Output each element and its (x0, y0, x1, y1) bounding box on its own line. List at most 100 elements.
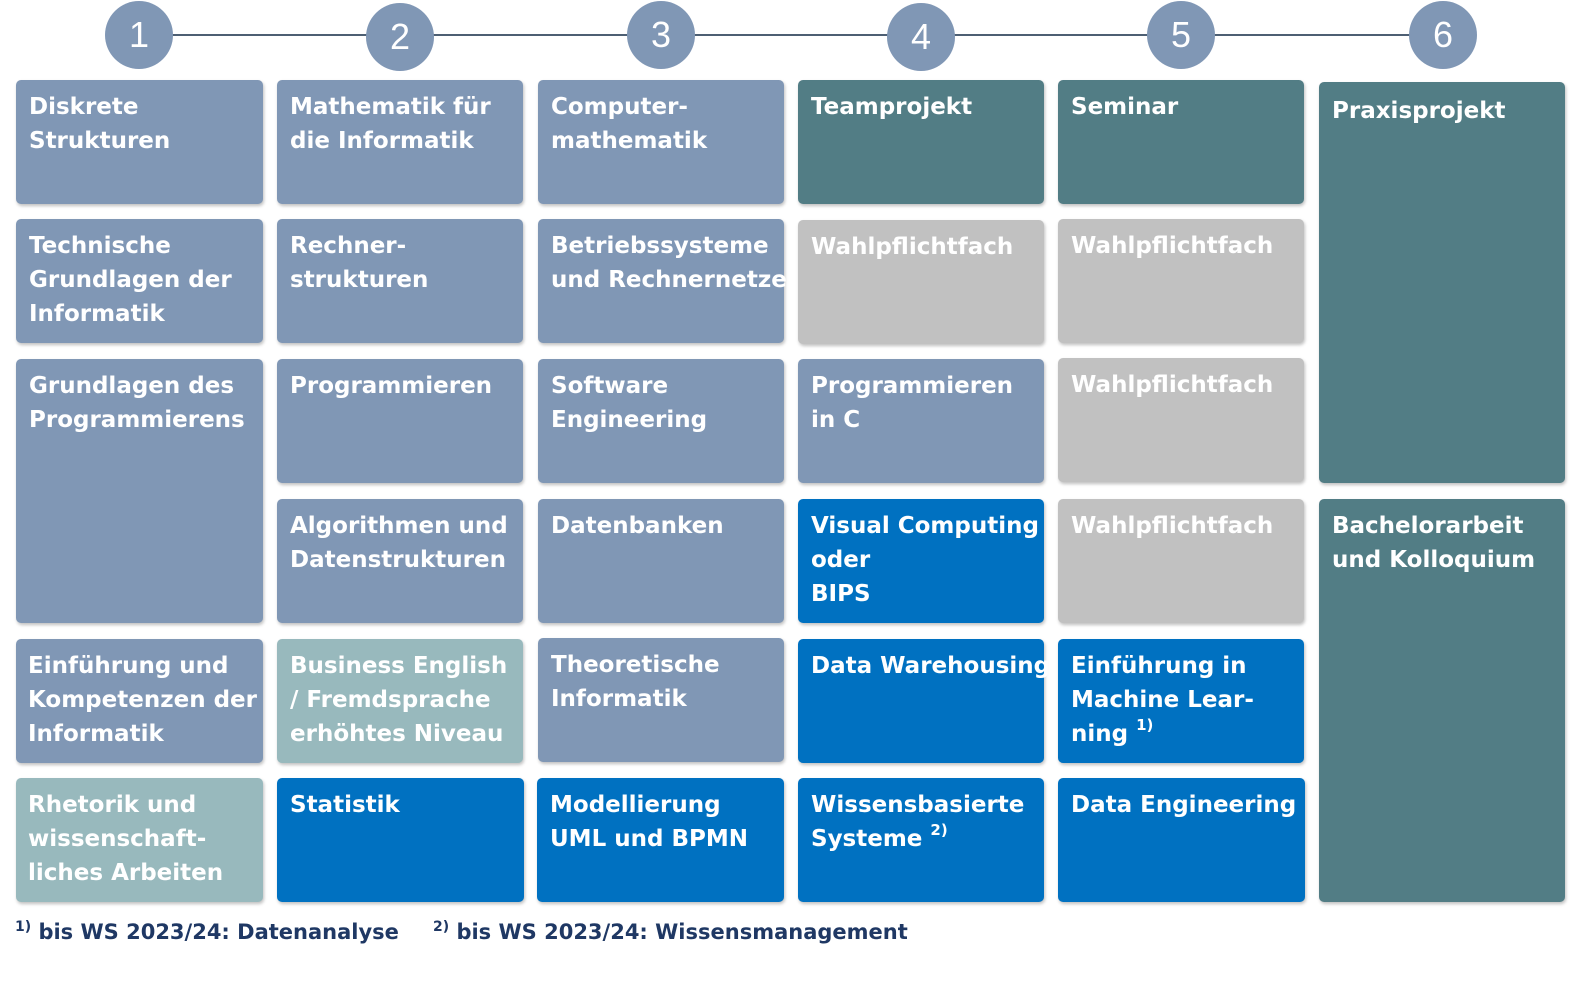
module-label: Technische (29, 233, 171, 259)
module-label: Programmieren (290, 373, 493, 399)
module-algorithmen: Algorithmen und Datenstrukturen (277, 499, 523, 623)
module-diskrete-strukturen: Diskrete Strukturen (16, 80, 263, 204)
module-data-engineering: Data Engineering (1058, 778, 1305, 902)
footnote-2: 2) bis WS 2023/24: Wissensmanagement (433, 914, 908, 950)
module-label: Data Engineering (1071, 792, 1297, 818)
semester-2-circle: 2 (366, 3, 434, 71)
module-label: Wahlpflichtfach (1071, 513, 1274, 539)
module-label: strukturen (290, 267, 429, 293)
module-betriebssysteme: Betriebssysteme und Rechnernetze (538, 219, 787, 343)
module-label: Wahlpflichtfach (811, 234, 1014, 260)
module-business-english: Business English / Fremdsprache erhöhtes… (277, 639, 523, 763)
module-bachelorarbeit: Bachelorarbeit und Kolloquium (1319, 499, 1565, 902)
module-label: UML und BPMN (550, 826, 748, 852)
module-label: Betriebssysteme (551, 233, 769, 259)
module-label: Programmieren (811, 373, 1014, 399)
module-mathematik-informatik: Mathematik für die Informatik (277, 80, 523, 204)
module-seminar: Seminar (1058, 80, 1304, 204)
module-datenbanken: Datenbanken (538, 499, 784, 623)
module-label: oder (811, 547, 871, 573)
module-label: Theoretische (551, 652, 720, 678)
module-rhetorik: Rhetorik und wissenschaft- liches Arbeit… (16, 778, 263, 902)
module-label: Informatik (28, 721, 164, 747)
module-label: Kompetenzen der (28, 687, 257, 713)
module-label: in C (811, 407, 861, 433)
module-label: Rhetorik und (28, 792, 197, 818)
module-label: Rechner- (290, 233, 407, 259)
module-label: Strukturen (29, 128, 171, 154)
module-wahlpflichtfach-sem5-a: Wahlpflichtfach (1058, 219, 1304, 343)
module-label: Datenbanken (551, 513, 724, 539)
module-label: liches Arbeiten (28, 860, 224, 886)
module-modellierung: Modellierung UML und BPMN (537, 778, 784, 902)
module-label: Wahlpflichtfach (1071, 233, 1274, 259)
module-data-warehousing: Data Warehousing (798, 639, 1051, 763)
module-label: Programmierens (29, 407, 245, 433)
module-label: Business English (290, 653, 508, 679)
module-label: Modellierung (550, 792, 721, 818)
module-label: Informatik (29, 301, 165, 327)
module-statistik: Statistik (277, 778, 524, 902)
module-label: Datenstrukturen (290, 547, 506, 573)
module-praxisprojekt: Praxisprojekt (1319, 82, 1565, 483)
module-label: Visual Computing (811, 513, 1039, 539)
module-wahlpflichtfach-sem4: Wahlpflichtfach (798, 220, 1044, 344)
module-label: Data Warehousing (811, 653, 1051, 679)
footnote-text: bis WS 2023/24: Wissensmanagement (449, 920, 908, 944)
module-label: Grundlagen der (29, 267, 232, 293)
semester-timeline (140, 34, 1443, 36)
semester-4-circle: 4 (887, 3, 955, 71)
footnote-text: bis WS 2023/24: Datenanalyse (31, 920, 399, 944)
module-label: mathematik (551, 128, 708, 154)
module-label: / Fremdsprache (290, 687, 491, 713)
module-label: Engineering (551, 407, 708, 433)
module-label: und Kolloquium (1332, 547, 1536, 573)
module-label: Teamprojekt (811, 94, 973, 120)
module-label: Mathematik für (290, 94, 491, 120)
module-label: Algorithmen und (290, 513, 508, 539)
footnote-marker: 1) (1136, 716, 1154, 735)
module-label: Wissensbasierte (811, 792, 1025, 818)
module-technische-grundlagen: Technische Grundlagen der Informatik (16, 219, 263, 343)
module-software-engineering: Software Engineering (538, 359, 784, 483)
semester-6-circle: 6 (1409, 1, 1477, 69)
module-label: ning (1071, 721, 1129, 747)
module-label: Seminar (1071, 94, 1179, 120)
module-label: Einführung und (28, 653, 229, 679)
module-label: Systeme (811, 826, 923, 852)
module-machine-learning: Einführung in Machine Lear- ning 1) (1058, 639, 1304, 763)
semester-5-circle: 5 (1147, 1, 1215, 69)
module-label: die Informatik (290, 128, 474, 154)
module-grundlagen-programmierens: Grundlagen des Programmierens (16, 359, 263, 623)
module-label: Einführung in (1071, 653, 1247, 679)
module-label: erhöhtes Niveau (290, 721, 504, 747)
module-einfuehrung-kompetenzen: Einführung und Kompetenzen der Informati… (16, 639, 263, 763)
footnote-1: 1) bis WS 2023/24: Datenanalyse (15, 914, 399, 950)
footnote-marker: 2) (433, 919, 450, 935)
module-label: Computer- (551, 94, 688, 120)
module-label: Praxisprojekt (1332, 98, 1506, 124)
footnote-marker: 1) (15, 919, 32, 935)
module-theoretische-informatik: Theoretische Informatik (538, 638, 784, 762)
module-programmieren-c: Programmieren in C (798, 359, 1044, 483)
module-wahlpflichtfach-sem5-c: Wahlpflichtfach (1058, 499, 1304, 623)
semester-1-circle: 1 (105, 1, 173, 69)
module-label: BIPS (811, 581, 871, 607)
module-label: Grundlagen des (29, 373, 235, 399)
module-wahlpflichtfach-sem5-b: Wahlpflichtfach (1058, 358, 1304, 482)
module-rechnerstrukturen: Rechner- strukturen (277, 219, 523, 343)
module-visual-computing: Visual Computing oder BIPS (798, 499, 1044, 623)
module-label: Bachelorarbeit (1332, 513, 1524, 539)
module-programmieren: Programmieren (277, 359, 523, 483)
module-label: Informatik (551, 686, 687, 712)
semester-3-circle: 3 (627, 1, 695, 69)
module-label: Machine Lear- (1071, 687, 1254, 713)
module-label: Diskrete (29, 94, 139, 120)
module-label: wissenschaft- (28, 826, 207, 852)
module-label: Statistik (290, 792, 400, 818)
module-label: und Rechnernetze (551, 267, 787, 293)
module-teamprojekt: Teamprojekt (798, 80, 1044, 204)
module-label: Wahlpflichtfach (1071, 372, 1274, 398)
module-wissensbasierte-systeme: Wissensbasierte Systeme 2) (798, 778, 1044, 902)
module-label: Software (551, 373, 669, 399)
